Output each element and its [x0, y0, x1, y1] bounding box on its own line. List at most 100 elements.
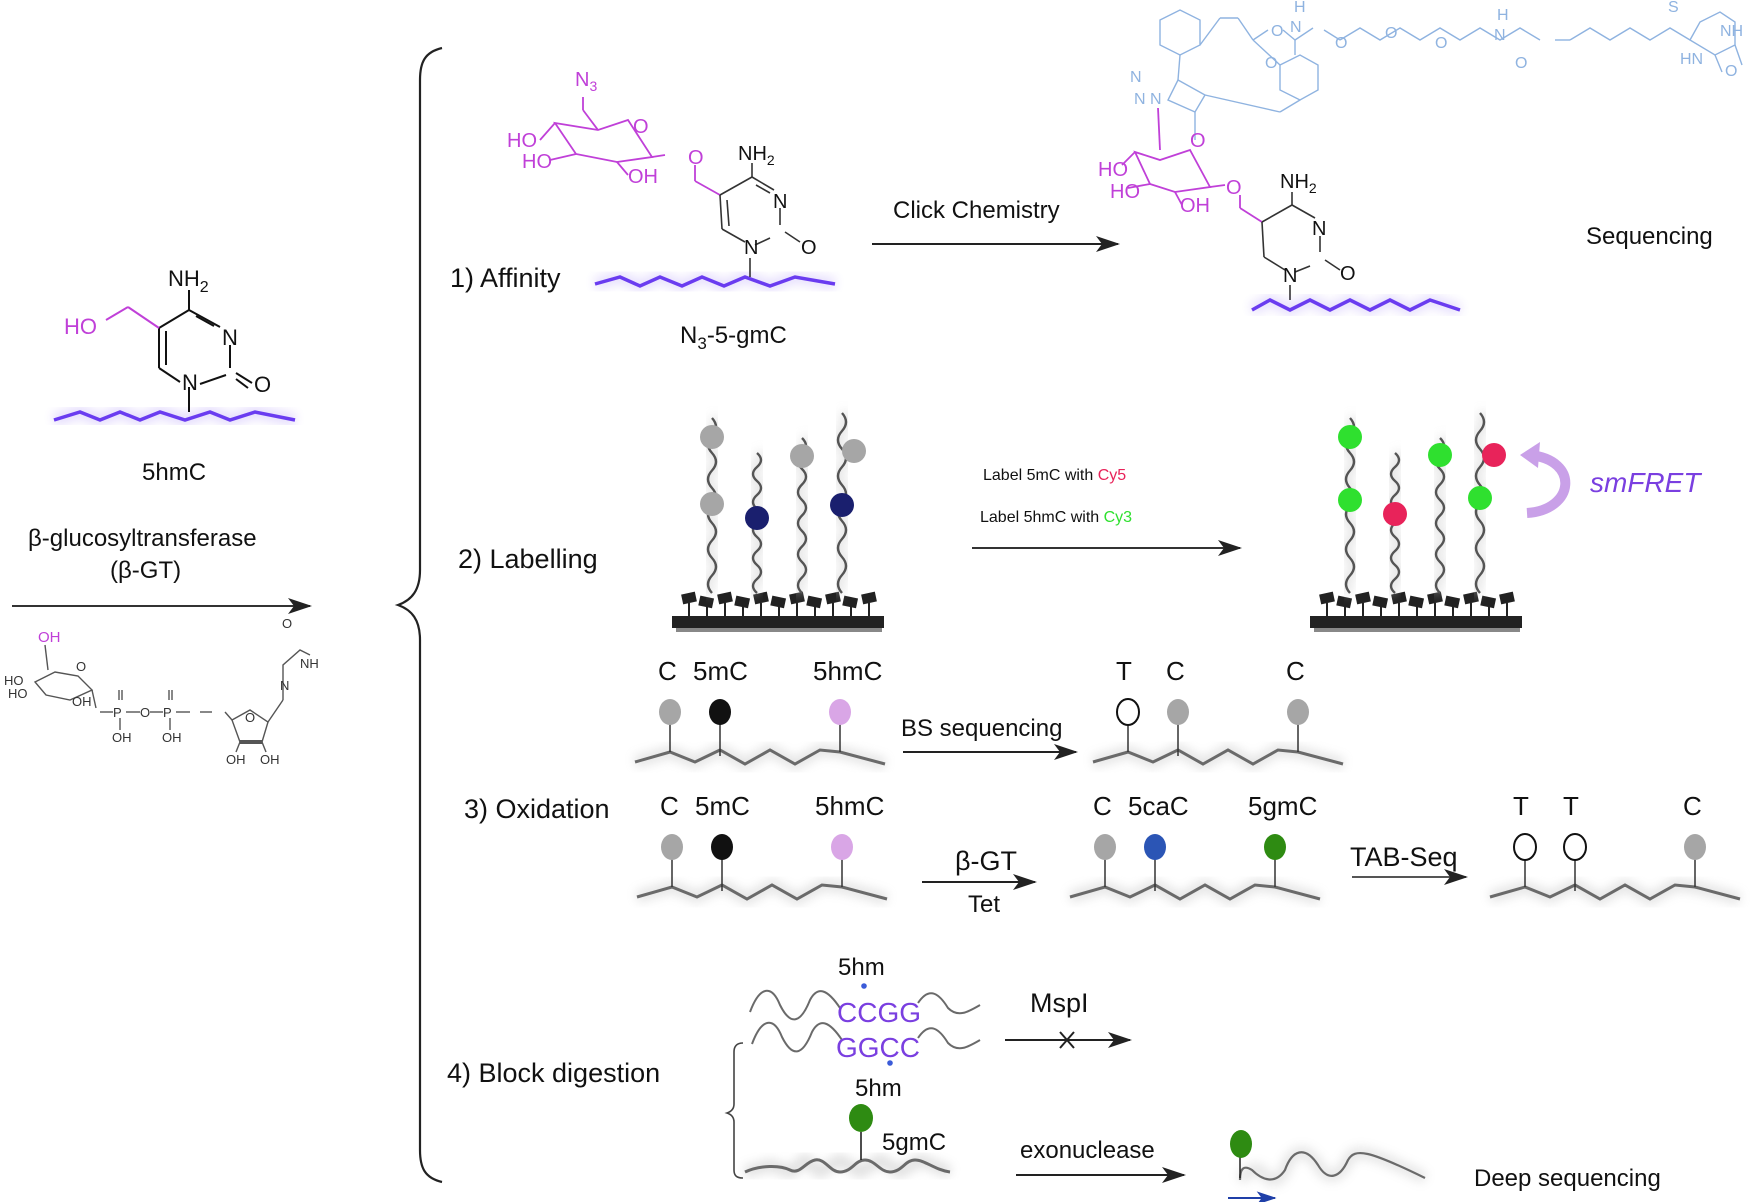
cy3-dot — [1428, 443, 1452, 467]
svg-text:N: N — [1134, 91, 1146, 108]
anchor-molecule-icon — [1480, 595, 1497, 609]
base-lollipop — [711, 834, 733, 860]
svg-text:HN: HN — [1680, 51, 1703, 68]
atom-ho: HO — [64, 314, 97, 339]
udp-ho1: HO — [4, 673, 24, 688]
atom-nh2: NH — [738, 143, 767, 165]
svg-text:NH2: NH2 — [1280, 171, 1317, 196]
base-lollipop — [659, 699, 681, 725]
anchor-molecule-icon — [1408, 595, 1425, 609]
svg-text:O: O — [1435, 35, 1447, 52]
base-lollipop — [1287, 699, 1309, 725]
base-label: C — [660, 791, 679, 821]
strand-ggcc: GGCC — [836, 1032, 920, 1063]
svg-text:N: N — [1290, 19, 1302, 36]
svg-text:N: N — [1150, 91, 1162, 108]
udp-p1: P — [113, 705, 122, 720]
base-label: 5hmC — [813, 656, 882, 686]
atom-n1: N — [182, 370, 198, 395]
converted-base-open-circle — [1513, 833, 1537, 861]
atom-ho1: HO — [507, 130, 537, 152]
udp-ho2: HO — [8, 686, 28, 701]
base-label: C — [1093, 791, 1112, 821]
anchor-molecule-icon — [1463, 591, 1479, 605]
anchor-molecule-icon — [1427, 591, 1443, 605]
base-lollipop — [1264, 834, 1286, 860]
atom-n3: N — [575, 69, 589, 91]
gmc-dot-fragment — [1230, 1130, 1252, 1158]
base-lollipop — [1167, 699, 1189, 725]
anchor-molecule-icon — [1391, 591, 1407, 605]
dna-strand — [636, 883, 888, 901]
anchor-molecule-icon — [1499, 591, 1515, 605]
svg-text:N: N — [1494, 27, 1506, 44]
base-lollipop — [709, 699, 731, 725]
strand-ccgg: CCGG — [837, 997, 921, 1028]
udp-oh-ring: OH — [72, 694, 92, 709]
atom-ho2: HO — [522, 151, 552, 173]
enzyme-abbrev: (β-GT) — [110, 557, 181, 584]
grouping-brace — [394, 46, 443, 1184]
svg-text:S: S — [1668, 0, 1679, 16]
udp-p2: P — [163, 705, 172, 720]
atom-n3: N — [222, 325, 238, 350]
modified-c-dot — [830, 493, 854, 517]
method-label-oxidation: 3) Oxidation — [464, 794, 610, 824]
annotation-smfret: smFRET — [1590, 467, 1702, 498]
svg-text:O: O — [1226, 177, 1242, 199]
atom-nh2-sub: 2 — [200, 279, 209, 296]
base-label: C — [1286, 656, 1305, 686]
converted-base-open-circle — [1116, 698, 1140, 726]
svg-text:NH: NH — [1720, 23, 1743, 40]
atom-n1: N — [744, 237, 758, 259]
anchor-molecule-icon — [681, 591, 697, 605]
gmc-label: 5gmC — [882, 1129, 946, 1156]
method-label-affinity: 1) Affinity — [450, 263, 561, 293]
enzyme-mspi: MspI — [1030, 988, 1089, 1018]
udp-oh-p2: OH — [162, 730, 182, 745]
gmc-strand — [743, 1104, 953, 1180]
anchor-molecule-icon — [825, 591, 841, 605]
svg-text:NH2: NH2 — [738, 143, 775, 168]
unmodified-c-dot — [842, 439, 866, 463]
base-lollipop — [1094, 834, 1116, 860]
arrow-label-click-chemistry: Click Chemistry — [893, 197, 1060, 224]
ccgg-duplex: CCGG GGCC 5hm 5hm — [749, 954, 981, 1102]
udp-o-ribose: O — [245, 710, 255, 725]
mod-dot-top — [861, 983, 867, 989]
substrate-shadow — [676, 628, 882, 632]
substrate-shadow — [1314, 628, 1520, 632]
converted-base-open-circle — [1563, 833, 1587, 861]
base-label: 5mC — [695, 791, 750, 821]
gmc-dot — [849, 1104, 873, 1132]
svg-text:N: N — [1283, 265, 1297, 287]
atom-o-ring: O — [633, 116, 649, 138]
base-label: C — [1683, 791, 1702, 821]
molecule-label-5hmc: 5hmC — [142, 459, 206, 486]
arrow-label-exonuclease: exonuclease — [1020, 1137, 1155, 1164]
outcome-deep-sequencing: Deep sequencing — [1474, 1165, 1661, 1192]
reactant-label: N3-5-gmC — [680, 322, 787, 353]
anchor-molecule-icon — [1444, 595, 1461, 609]
method-label-labelling: 2) Labelling — [458, 544, 598, 574]
product-biotin-conjugate: O H N O O O O H N O S NH HN O N N N — [1098, 0, 1743, 317]
base-label: 5hmC — [815, 791, 884, 821]
anchor-molecule-icon — [842, 595, 859, 609]
mod-dot-bottom — [887, 1060, 893, 1066]
udp-glucose — [33, 644, 311, 753]
base-label: 5mC — [693, 656, 748, 686]
udp-oh-r2: OH — [260, 752, 280, 767]
base-lollipop — [831, 834, 853, 860]
arrow-label-cy5: Label 5mC with Cy5 — [983, 467, 1126, 484]
dna-strand — [634, 748, 886, 766]
dna-strand — [1092, 748, 1344, 766]
base-label: C — [658, 656, 677, 686]
base-label: T — [1563, 791, 1579, 821]
dna-strand — [1489, 883, 1741, 901]
unmodified-c-dot — [700, 492, 724, 516]
reactant-n3-5gmc: N3 HO HO OH O O NH2 N N O — [507, 69, 837, 293]
arrow-label-bs-sequencing: BS sequencing — [901, 715, 1062, 742]
cy5-dot — [1383, 502, 1407, 526]
anchor-molecule-icon — [861, 591, 877, 605]
